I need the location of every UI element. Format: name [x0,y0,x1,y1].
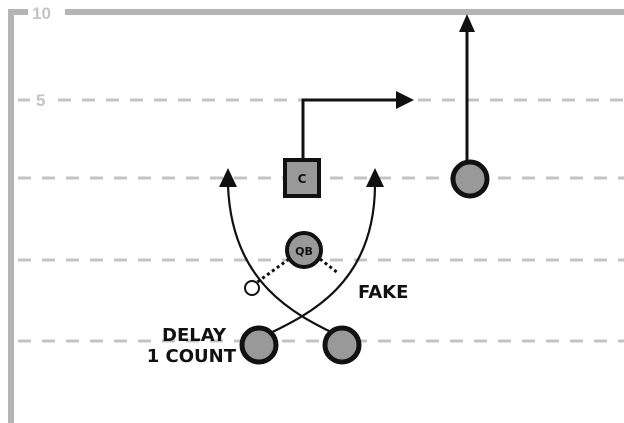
receiver-player [450,159,490,199]
arrowhead-icon [459,14,475,32]
delay-annotation-line2: 1 COUNT [147,346,237,367]
center-label: C [298,172,307,186]
out-route [301,91,414,158]
handoff-dotted-line [255,257,290,285]
yard-lines [18,98,624,343]
quarterback-label: QB [295,245,313,258]
right-running-back [322,325,362,365]
arrowhead-icon [396,91,414,109]
left-running-back [239,325,279,365]
backfield-routes [226,185,377,338]
streak-route [459,14,475,162]
quarterback-circle [285,231,323,269]
center-player: C [283,158,321,198]
handoff-mesh-point [244,280,260,296]
center-square [283,158,321,198]
left-back-route [226,185,342,338]
yard-number-5: 5 [36,91,45,110]
qb-action-lines [255,257,339,285]
fake-dotted-line [319,257,339,275]
quarterback-player: QB [285,231,323,269]
arrowhead-icon [366,168,384,187]
arrowhead-icon [219,168,237,187]
fake-annotation: FAKE [358,282,408,303]
out-route-line [301,98,398,158]
field-border [8,9,624,423]
delay-annotation-line1: DELAY [162,325,227,346]
right-back-route [261,185,377,338]
yard-number-10: 10 [32,4,51,23]
